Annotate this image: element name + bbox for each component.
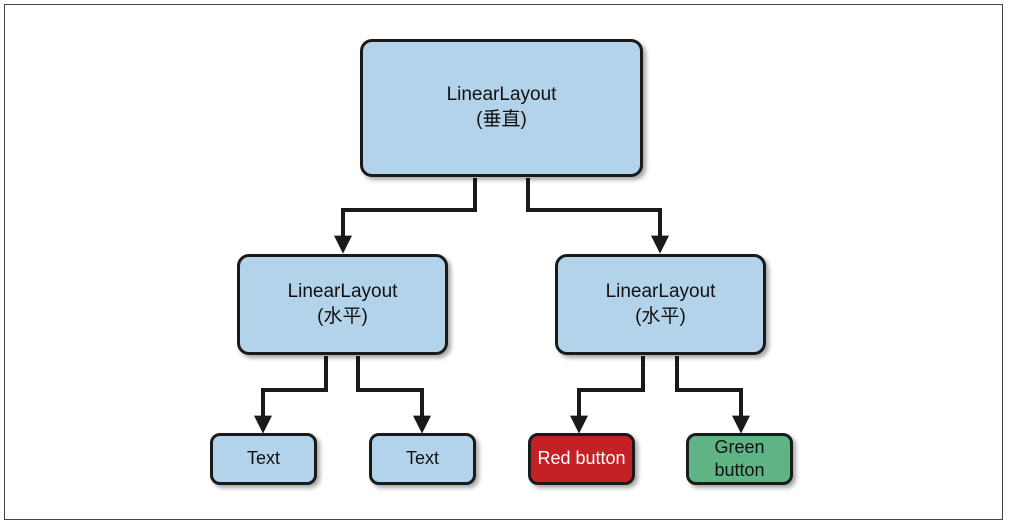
left-linearlayout-node: LinearLayout (水平)	[237, 254, 448, 355]
arrow-root-to-left	[334, 178, 477, 254]
arrow-right-to-green	[675, 356, 750, 434]
right-linearlayout-node: LinearLayout (水平)	[555, 254, 766, 355]
text-leaf-1-label: Text	[246, 448, 280, 469]
root-title: LinearLayout	[446, 84, 557, 106]
arrow-right-to-red	[570, 356, 645, 434]
diagram-frame	[4, 4, 1003, 520]
arrow-root-to-right	[526, 178, 669, 254]
green-button-label: Green button	[714, 436, 765, 480]
arrow-left-to-text2	[356, 356, 431, 434]
left-subtitle: (水平)	[317, 305, 368, 327]
text-leaf-1: Text	[210, 433, 317, 485]
root-subtitle: (垂直)	[476, 109, 527, 130]
text-leaf-2: Text	[369, 433, 476, 485]
text-leaf-2-label: Text	[405, 448, 439, 469]
red-button-leaf: Red button	[528, 433, 635, 485]
arrow-left-to-text1	[254, 356, 328, 434]
left-title: LinearLayout	[287, 280, 398, 302]
root-linearlayout-node: LinearLayout (垂直)	[360, 39, 643, 177]
red-button-label: Red button	[537, 448, 626, 469]
right-subtitle: (水平)	[635, 305, 686, 327]
right-title: LinearLayout	[605, 280, 716, 302]
green-button-leaf: Green button	[686, 433, 793, 485]
